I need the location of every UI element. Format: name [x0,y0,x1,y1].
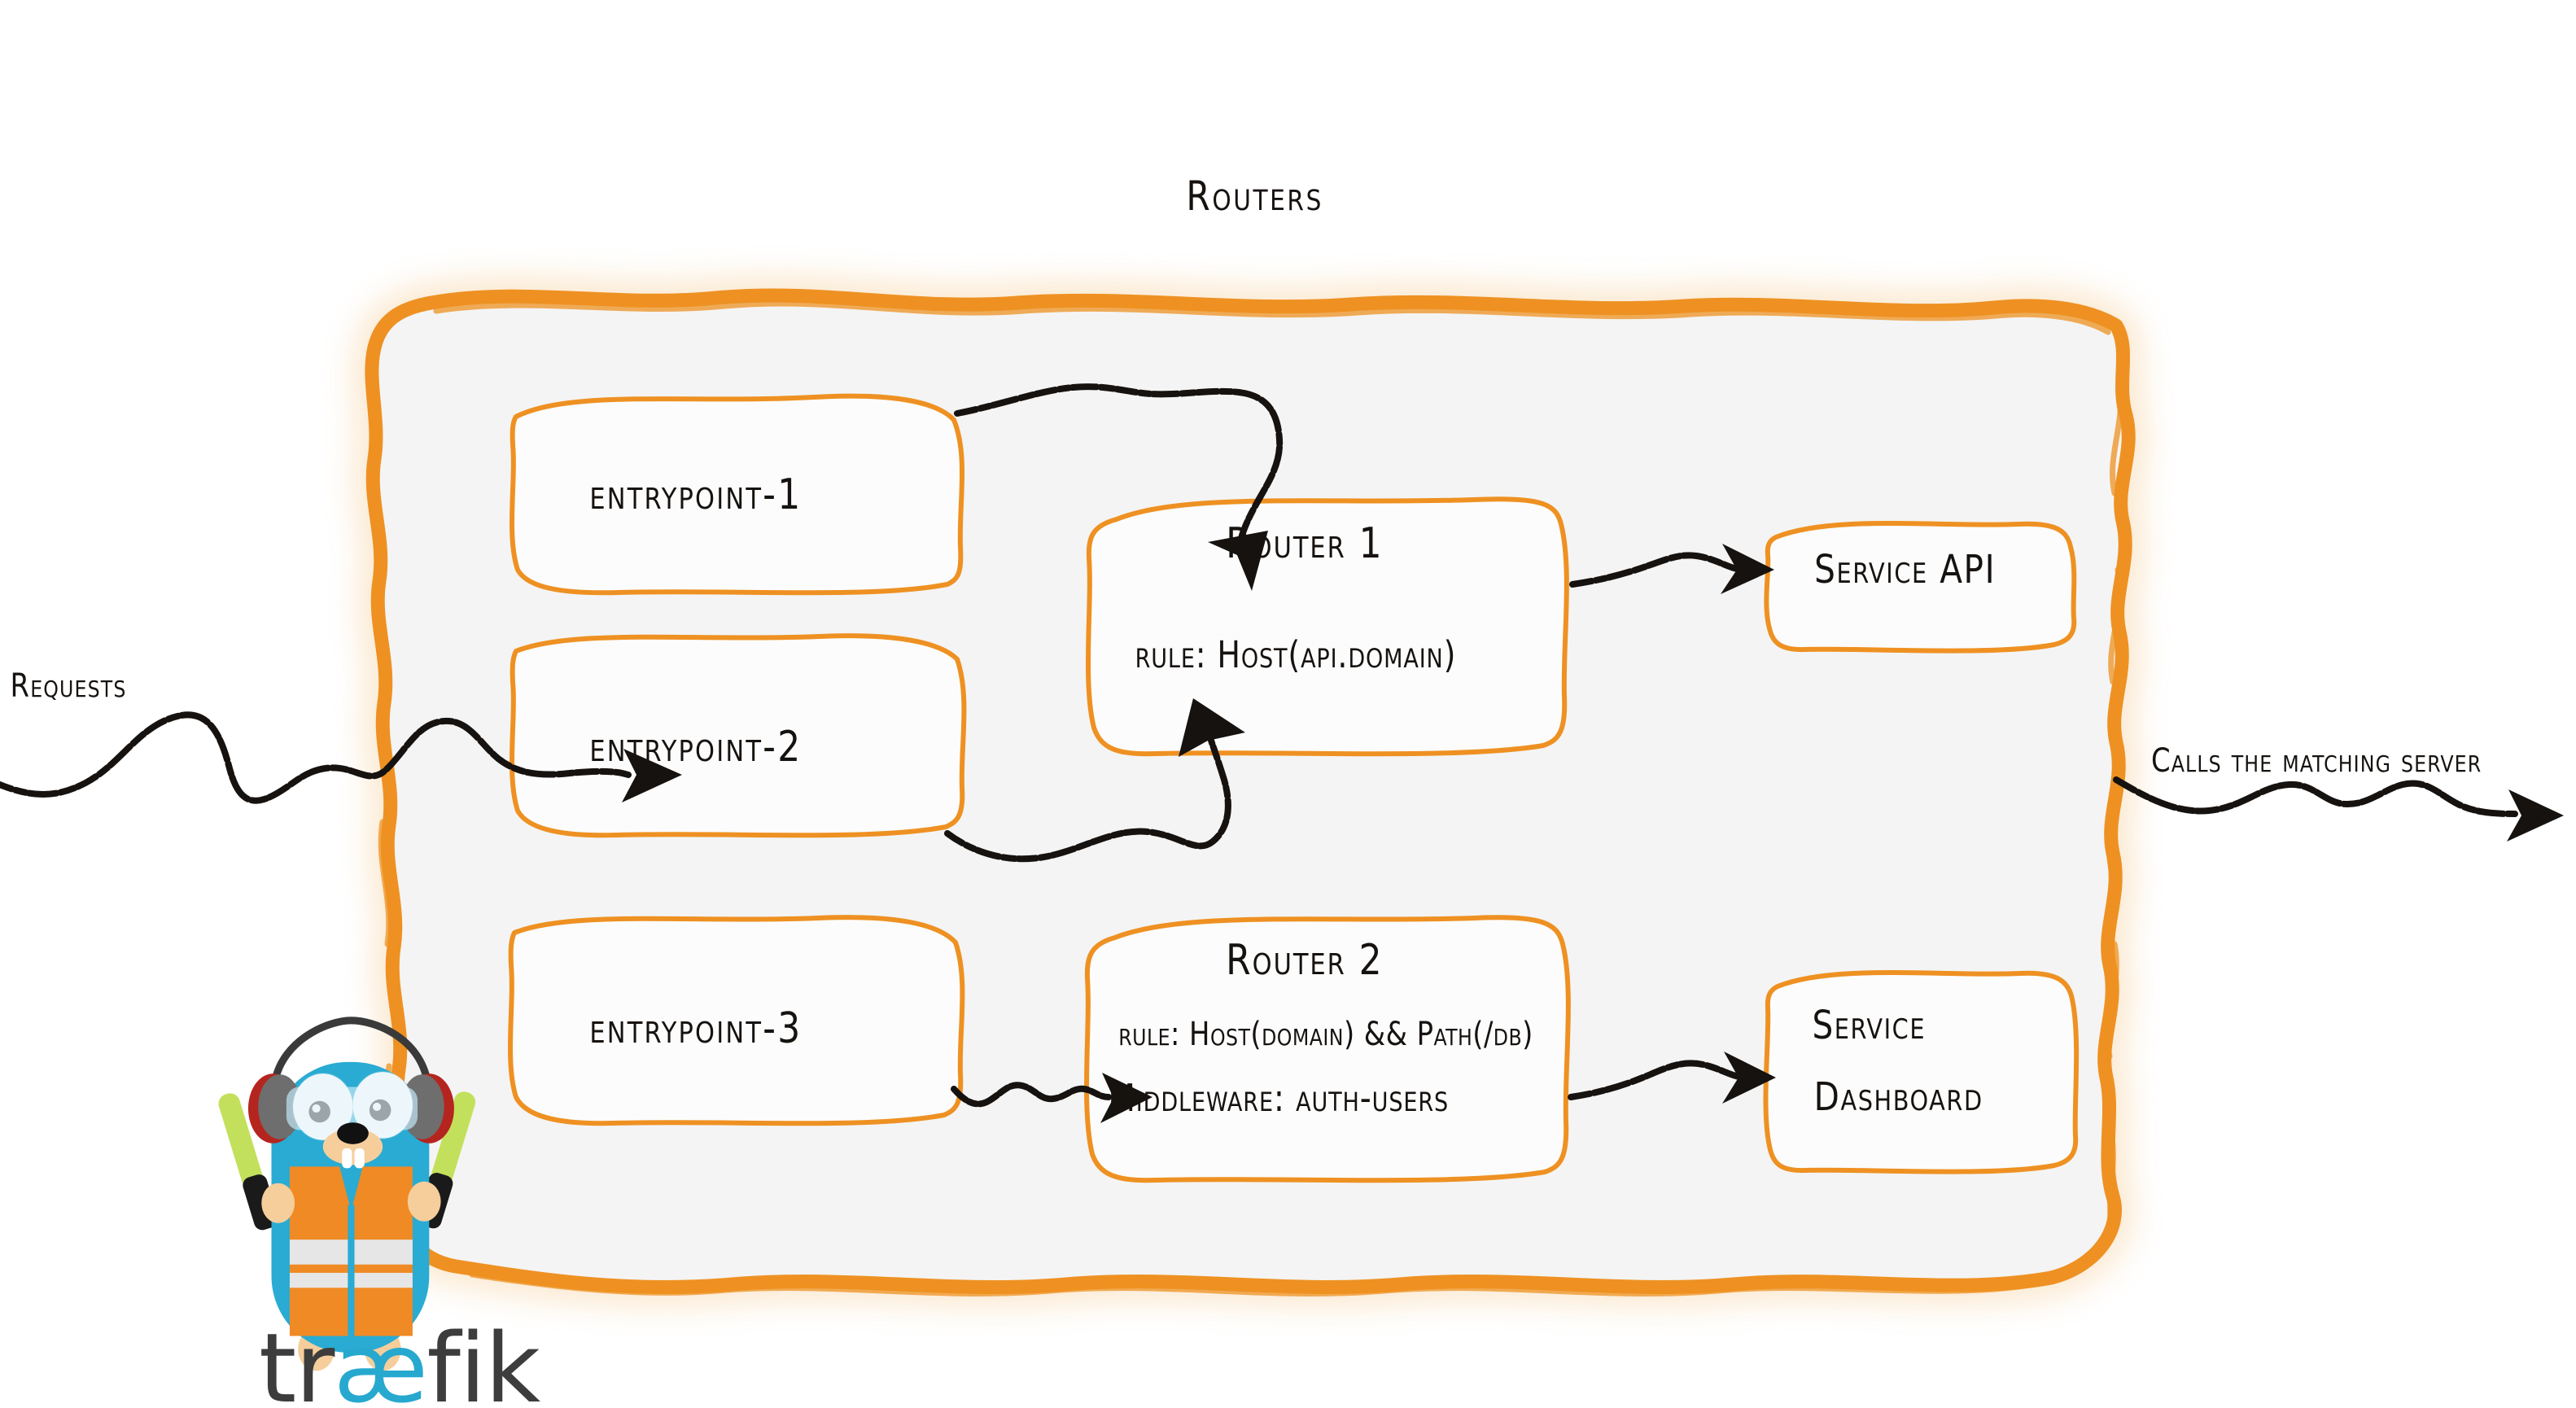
router-2-rule: rule: Host(domain) && Path(/db) [1118,1016,1533,1053]
arrow-requests-in [0,711,682,804]
logo-text-left: tr [259,1312,335,1408]
router-2-middleware: Middleware: auth-users [1108,1076,1450,1120]
logo-text-right: fik [426,1312,540,1408]
entrypoint-3-label: entrypoint-3 [589,1004,803,1053]
router-1-title: Router 1 [1226,519,1384,568]
arrow-router2-dashboard [1568,1052,1776,1104]
router-2-title: Router 2 [1226,936,1384,985]
traefik-logo-wordmark: træfik [259,1320,540,1408]
service-dashboard-label-line1: Service [1812,1003,1927,1048]
router-box-1[interactable] [1085,496,1569,757]
logo-text-ae: æ [333,1312,428,1408]
router-box-2[interactable] [1083,915,1571,1183]
router-1-rule: rule: Host(api.domain) [1135,633,1457,676]
requests-label: Requests [10,667,127,705]
entrypoint-1-label: entrypoint-1 [589,470,803,519]
calls-matching-server-label: Calls the matching server [2150,742,2482,780]
entrypoint-box-3[interactable] [507,915,965,1126]
arrow-ep3-router2 [951,1073,1152,1123]
arrow-ep2-router1 [944,698,1245,863]
arrow-ep1-router1 [954,383,1284,591]
arrow-calls-out [2113,776,2564,842]
entrypoint-2-label: entrypoint-2 [589,723,803,772]
service-dashboard-label-line2: Dashboard [1813,1074,1983,1120]
service-box-api[interactable] [1764,521,2077,654]
diagram-title: Routers [1186,173,1323,220]
service-box-dashboard[interactable] [1763,970,2080,1174]
entrypoint-box-1[interactable] [509,393,965,596]
safety-vest [289,1166,413,1336]
entrypoint-box-2[interactable] [509,633,967,838]
service-api-label: Service API [1814,547,1997,592]
arrow-router1-serviceapi [1569,544,1774,594]
